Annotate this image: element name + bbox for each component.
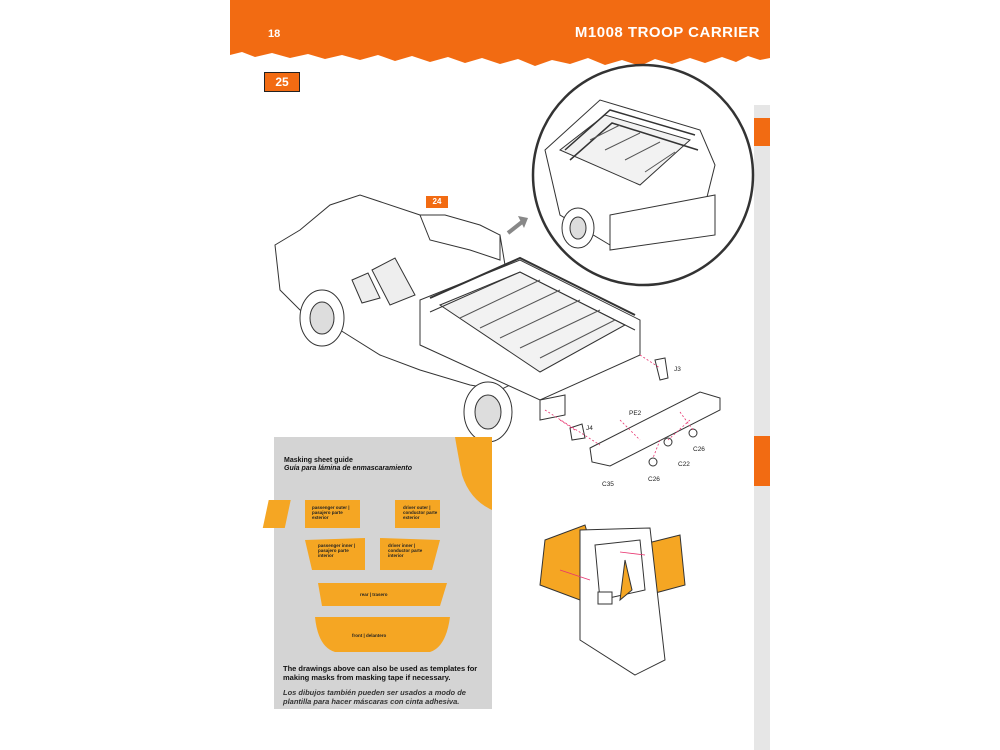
mask-label-passenger-inner: passenger inner | pasajero parte interio… — [318, 543, 356, 558]
part-label-c22: C22 — [678, 461, 690, 468]
part-label-c26: C26 — [693, 446, 705, 453]
masking-note-english: The drawings above can also be used as t… — [283, 664, 478, 682]
part-label-j3: J3 — [674, 366, 681, 373]
side-index-tab — [754, 118, 770, 146]
mask-label-driver-inner: driver inner | conductor parte interior — [388, 543, 423, 558]
mask-label-passenger-outer: passenger outer | pasajero parte exterio… — [312, 505, 350, 520]
masking-guide-subtitle: Guía para lámina de enmascaramiento — [284, 465, 412, 472]
part-label-c26: C26 — [648, 476, 660, 483]
mask-label-rear: rear | trasero — [360, 592, 388, 597]
page-title: M1008 TROOP CARRIER — [574, 24, 760, 41]
mask-label-front: front | delantero — [352, 633, 387, 638]
side-index-tab — [754, 436, 770, 486]
mask-label-driver-outer: driver outer | conductor parte exterior — [403, 505, 438, 520]
reference-step-badge: 24 — [426, 196, 448, 208]
step-badge: 25 — [264, 72, 300, 92]
masking-note-spanish: Los dibujos también pueden ser usados a … — [283, 688, 466, 706]
masking-guide-title: Masking sheet guide — [284, 457, 353, 464]
part-label-c35: C35 — [602, 481, 614, 488]
side-index-bar — [754, 105, 770, 750]
page-number: 18 — [268, 28, 281, 40]
part-label-pe2: PE2 — [629, 410, 642, 417]
part-label-j4: J4 — [586, 425, 593, 432]
masking-guide-panel — [274, 437, 492, 709]
